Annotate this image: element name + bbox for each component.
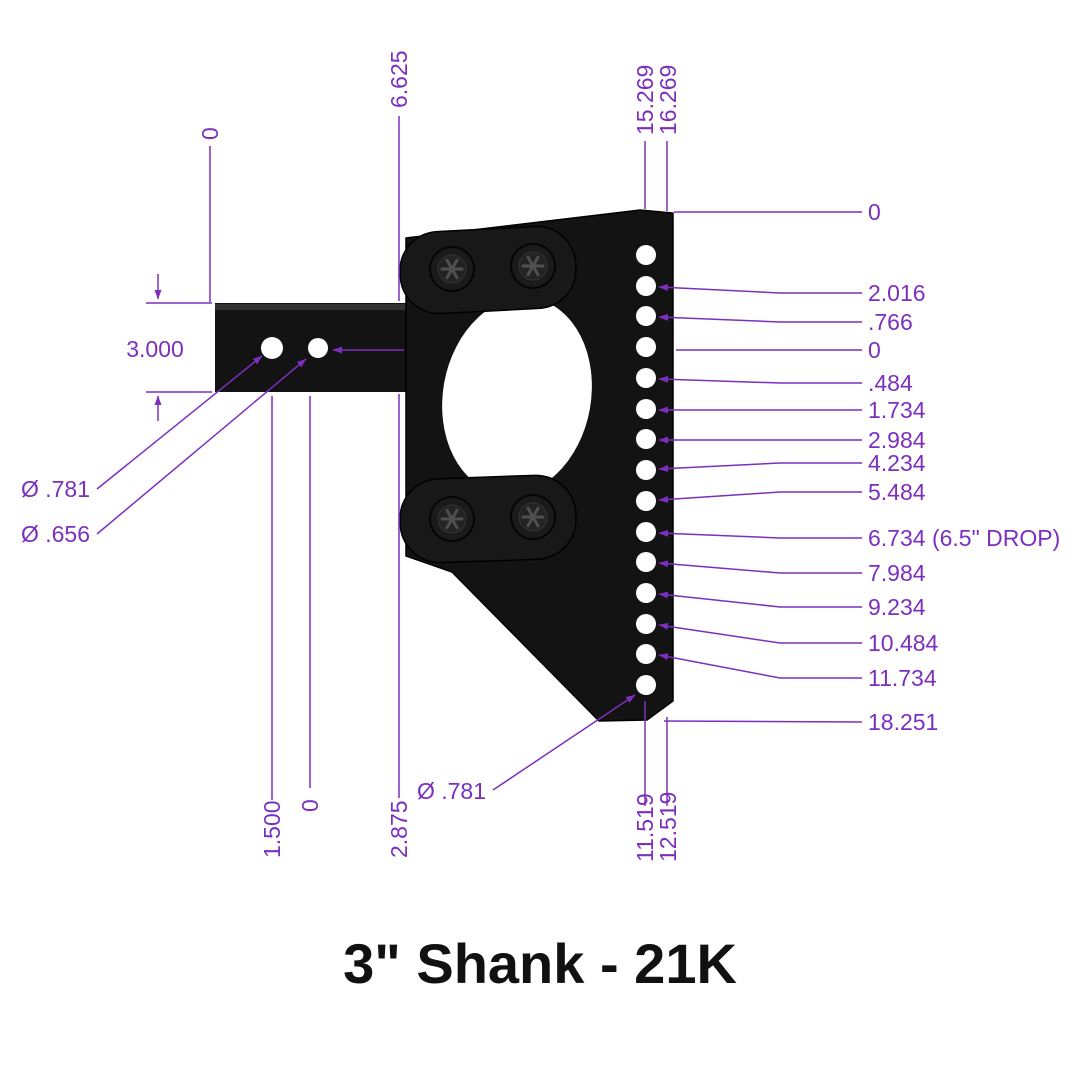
shank-hole-left — [261, 337, 283, 359]
dim-label-bottom-1500: 1.500 — [259, 800, 285, 858]
adjustment-hole — [636, 337, 656, 357]
adjustment-hole — [636, 491, 656, 511]
adjustment-hole — [636, 644, 656, 664]
dim-label-hole-right-dia: Ø .656 — [21, 521, 90, 547]
dim-label-right-11734: 11.734 — [868, 665, 937, 691]
dim-label-top-16269: 16.269 — [655, 65, 681, 135]
drawing-title: 3" Shank - 21K — [343, 932, 737, 995]
dim-label-bottom-0: 0 — [297, 799, 323, 812]
dim-label-shank-height: 3.000 — [126, 336, 184, 362]
dim-label-bottom-12519: 12.519 — [655, 792, 681, 862]
adjustment-hole — [636, 306, 656, 326]
dim-label-right-2016: 2.016 — [868, 280, 926, 306]
dim-label-right-18251: 18.251 — [868, 709, 938, 735]
dim-label-bottom-2875: 2.875 — [386, 800, 412, 858]
dim-label-right-484: .484 — [868, 370, 913, 396]
adjustment-hole — [636, 675, 656, 695]
bolt-icon — [510, 243, 556, 289]
dim-label-hole-left-dia: Ø .781 — [21, 476, 90, 502]
adjustment-hole-column — [636, 245, 656, 695]
dimension-labels: 0 6.625 15.269 16.269 1.500 0 2.875 11.5… — [21, 50, 1060, 862]
bolt-icon — [429, 246, 475, 292]
center-opening — [442, 297, 592, 495]
dim-label-right-4234: 4.234 — [868, 450, 926, 476]
adjustment-hole — [636, 614, 656, 634]
adjustment-hole — [636, 522, 656, 542]
dim-label-right-2984: 2.984 — [868, 427, 926, 453]
dim-label-right-5484: 5.484 — [868, 479, 926, 505]
adjustment-hole — [636, 583, 656, 603]
dim-label-right-9234: 9.234 — [868, 594, 926, 620]
shank-top-highlight — [215, 304, 407, 310]
dim-label-right-0mid: 0 — [868, 337, 881, 363]
bolt-icon — [429, 496, 475, 542]
dim-label-bottom-hole-dia: Ø .781 — [417, 778, 486, 804]
adjustment-hole — [636, 245, 656, 265]
adjustment-hole — [636, 429, 656, 449]
hitch-silhouette — [215, 209, 674, 722]
adjustment-hole — [636, 399, 656, 419]
dim-label-bottom-11519: 11.519 — [632, 793, 658, 862]
dim-label-right-6734-drop: 6.734 (6.5" DROP) — [868, 525, 1060, 551]
dim-label-top-0: 0 — [197, 127, 223, 140]
adjustment-hole — [636, 276, 656, 296]
dim-label-right-766: .766 — [868, 309, 913, 335]
adjustment-hole — [636, 368, 656, 388]
bolt-icon — [510, 494, 556, 540]
dim-label-top-6625: 6.625 — [386, 50, 412, 108]
dim-label-right-1734: 1.734 — [868, 397, 926, 423]
dim-label-right-7984: 7.984 — [868, 560, 926, 586]
dimension-lines — [96, 116, 863, 806]
adjustment-hole — [636, 460, 656, 480]
adjustment-hole — [636, 552, 656, 572]
dim-label-right-10484: 10.484 — [868, 630, 939, 656]
shank-hole-right — [308, 338, 328, 358]
dim-label-right-0top: 0 — [868, 199, 881, 225]
dim-label-top-15269: 15.269 — [632, 65, 658, 135]
